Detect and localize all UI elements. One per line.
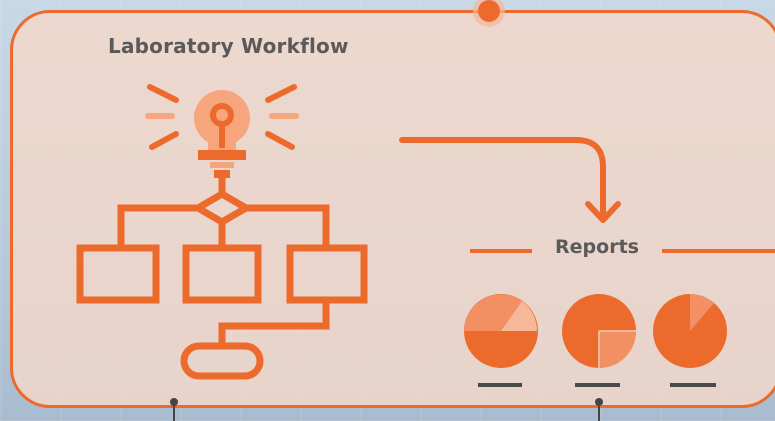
flowchart-icon xyxy=(76,178,368,380)
reports-label: Reports xyxy=(555,236,639,258)
bottom-connector-left xyxy=(170,398,178,421)
pie-chart-icon xyxy=(464,294,538,368)
bottom-connector-right xyxy=(595,398,603,421)
lightbulb-icon xyxy=(145,84,299,178)
top-node-dot xyxy=(478,0,500,22)
diagram-title: Laboratory Workflow xyxy=(108,34,349,58)
pie-chart-icon xyxy=(562,294,636,368)
arrow-icon xyxy=(399,137,621,223)
pie-chart-icon xyxy=(653,294,727,368)
